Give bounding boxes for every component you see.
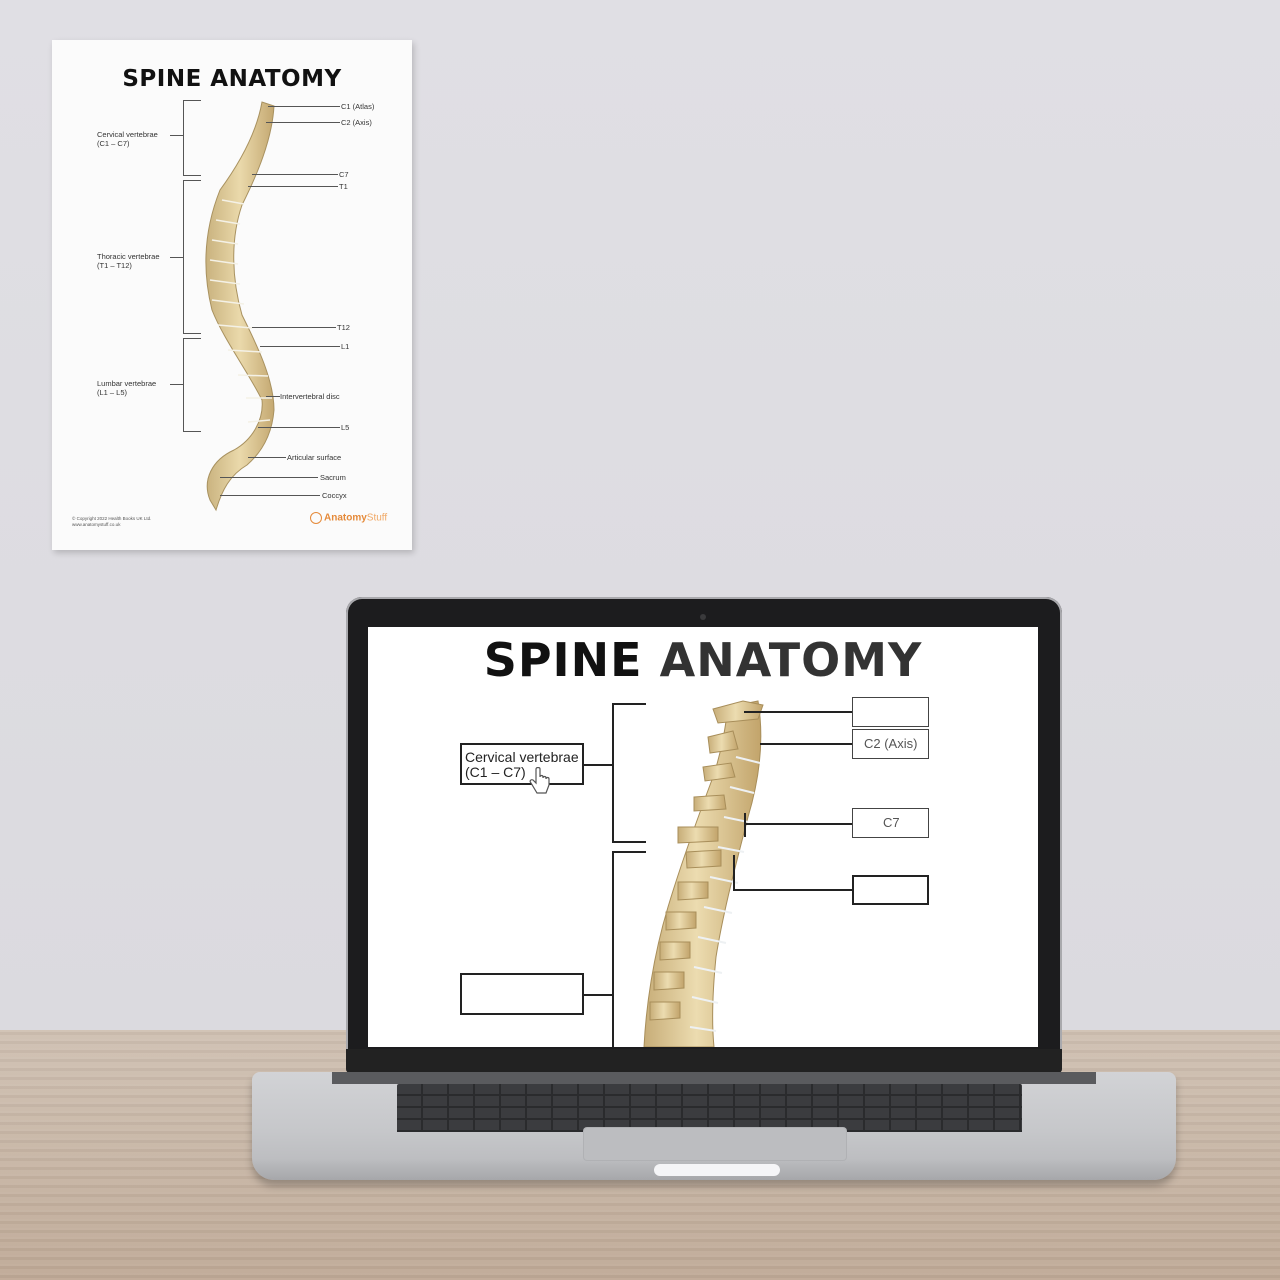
label-box-c1-empty[interactable] (852, 697, 929, 727)
label-intervertebral-disc: Intervertebral disc (280, 392, 340, 401)
hand-pointer-cursor-icon (529, 767, 550, 794)
label-c1-atlas: C1 (Atlas) (341, 102, 375, 111)
label-coccyx: Coccyx (322, 491, 347, 500)
leader-line (744, 711, 852, 713)
bracket-tick (582, 764, 612, 766)
label-box-text: Cervical vertebrae (C1 – C7) (465, 749, 579, 780)
leader-line (220, 495, 320, 496)
label-t12: T12 (337, 323, 350, 332)
leader-line (744, 813, 746, 837)
bracket-tick (183, 333, 201, 334)
label-cervical-vertebrae: Cervical vertebrae (C1 – C7) (97, 130, 158, 148)
label-box-thoracic-empty[interactable] (460, 973, 584, 1015)
webcam-icon (700, 614, 706, 620)
leader-line (260, 346, 340, 347)
label-lumbar-vertebrae: Lumbar vertebrae (L1 – L5) (97, 379, 157, 397)
poster-title: SPINE ANATOMY (122, 66, 342, 92)
leader-line (733, 889, 852, 891)
bracket-tick (183, 431, 201, 432)
label-box-t1-empty[interactable] (852, 875, 929, 905)
title-part1: SPINE (483, 633, 660, 687)
logo-text-bold: Anatomy (324, 512, 367, 524)
laptop-screen: SPINE ANATOMY (368, 627, 1038, 1047)
label-c2-axis: C2 (Axis) (341, 118, 372, 127)
leader-line (733, 855, 735, 889)
label-sacrum: Sacrum (320, 473, 346, 482)
leader-line (252, 174, 338, 175)
cervical-bracket (183, 100, 184, 175)
label-box-text: C7 (883, 815, 900, 830)
leader-line (266, 122, 340, 123)
bracket-tick (612, 841, 646, 843)
label-t1: T1 (339, 182, 348, 191)
lumbar-bracket (183, 338, 184, 431)
bracket-tick (170, 384, 183, 385)
label-l5: L5 (341, 423, 350, 432)
leader-line (266, 396, 280, 397)
bracket-tick (183, 175, 201, 176)
label-c7: C7 (339, 170, 349, 179)
leader-line (760, 743, 852, 745)
trackpad[interactable] (584, 1128, 846, 1160)
label-box-text: C2 (Axis) (864, 736, 918, 751)
spine-poster: SPINE ANATOMY Cervical vertebrae (C1 – C… (52, 40, 412, 550)
thoracic-bracket (612, 851, 614, 1047)
leader-line (268, 106, 340, 107)
logo-text-light: Stuff (366, 512, 388, 524)
title-part2: ANATOMY (659, 633, 923, 687)
label-l1: L1 (341, 342, 350, 351)
label-articular-surface: Articular surface (287, 453, 342, 462)
label-box-c2-axis[interactable]: C2 (Axis) (852, 729, 929, 759)
leader-line (252, 327, 336, 328)
bracket-tick (170, 257, 183, 258)
leader-line (220, 477, 318, 478)
bracket-tick (170, 135, 183, 136)
bracket-tick (612, 851, 646, 853)
leader-line (248, 457, 286, 458)
keyboard[interactable] (397, 1084, 1022, 1132)
copyright-text: © Copyright 2022 Health Books UK Ltd. ww… (72, 516, 152, 527)
bracket-tick (183, 180, 201, 181)
laptop-lid: SPINE ANATOMY (346, 597, 1062, 1073)
bracket-tick (582, 994, 612, 996)
spine-illustration-icon (643, 700, 764, 1047)
label-box-c7[interactable]: C7 (852, 808, 929, 838)
bracket-tick (183, 338, 201, 339)
leader-line (744, 823, 852, 825)
laptop-base (252, 1072, 1176, 1180)
lid-opening-notch (654, 1164, 780, 1176)
leader-line (258, 427, 340, 428)
anatomystuff-logo-icon (310, 512, 322, 524)
bracket-tick (183, 100, 201, 101)
screen-title: SPINE ANATOMY (368, 633, 1038, 687)
thoracic-bracket (183, 180, 184, 333)
spine-illustration-icon (205, 101, 275, 512)
screen-bezel-bottom (346, 1049, 1062, 1073)
anatomystuff-logo: AnatomyStuff (310, 512, 387, 524)
leader-line (248, 186, 338, 187)
label-thoracic-vertebrae: Thoracic vertebrae (T1 – T12) (97, 252, 160, 270)
laptop-hinge (332, 1072, 1096, 1084)
label-box-cervical-vertebrae[interactable]: Cervical vertebrae (C1 – C7) (460, 743, 584, 785)
cervical-bracket (612, 703, 614, 843)
bracket-tick (612, 703, 646, 705)
